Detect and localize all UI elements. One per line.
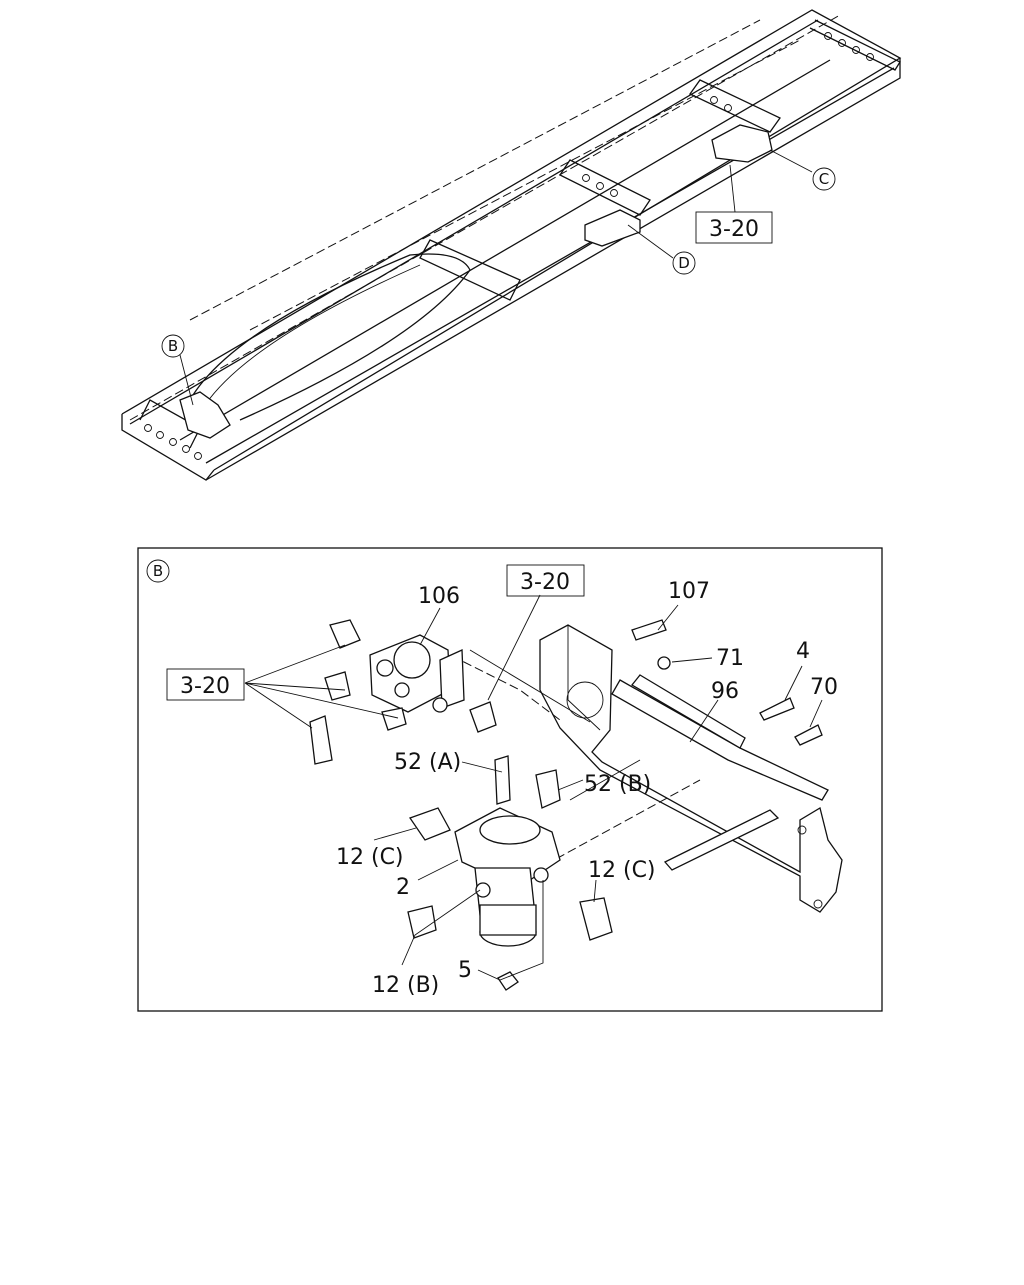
frame-rail-bottom (205, 58, 901, 481)
part-52a-fitting (494, 755, 511, 805)
callout-b-circle (161, 334, 185, 358)
leader-2 (417, 859, 459, 881)
leader-96 (689, 699, 719, 743)
fitting-elbow-2 (324, 671, 351, 701)
mounting-bracket (539, 624, 843, 913)
leader-b (179, 354, 194, 406)
leader-ref-top (487, 594, 541, 701)
leader-71 (671, 657, 713, 663)
detail-hidden-lines (439, 649, 701, 866)
leader-5 (477, 880, 544, 981)
leader-12c-right (593, 879, 597, 903)
leader-52a (461, 761, 503, 773)
callout-c-circle (812, 167, 836, 191)
frame-tank-inner (204, 264, 421, 406)
label-96: 96 (711, 679, 739, 704)
frame-tank-outline (189, 253, 471, 421)
label-12c-left: 12 (C) (336, 845, 404, 870)
part-107-bolt (631, 619, 667, 641)
part-2-relay-valve (454, 807, 561, 947)
leader-12b (401, 889, 481, 966)
fitting-5 (469, 701, 497, 733)
frame-hidden-lines (129, 14, 841, 421)
frame-near-rail (179, 59, 831, 441)
frame-rail-top-inner (129, 19, 895, 464)
front-crossmember (139, 399, 201, 449)
label-52a: 52 (A) (394, 750, 461, 775)
detail-frame (137, 547, 883, 1012)
chassis-frame-overview: B C D 3-20 (121, 9, 902, 481)
detail-view-b: B (137, 547, 883, 1012)
label-106: 106 (418, 584, 460, 609)
label-52b: 52 (B) (584, 772, 651, 797)
valve-c-position (711, 124, 773, 163)
leader-106 (419, 607, 441, 646)
leader-ref-left (244, 644, 399, 729)
bracket-plate-edge (567, 625, 601, 731)
callout-c-label: C (819, 170, 829, 188)
bracket-lower-strap (663, 809, 780, 871)
detail-guide-lines (469, 649, 641, 801)
label-71: 71 (716, 646, 744, 671)
part-4-bolt (759, 697, 795, 721)
leader-52b (557, 779, 584, 791)
frame-rail-top (121, 9, 902, 471)
crossmember-3 (689, 79, 781, 133)
bracket-foot-hole (813, 899, 823, 909)
part-12c-left-fitting (408, 807, 451, 841)
callout-b-label: B (168, 337, 178, 355)
part-70-bolt (794, 724, 823, 746)
label-12c-right: 12 (C) (588, 858, 656, 883)
part-96-strap (631, 674, 746, 749)
fitting-elbow-1 (329, 619, 361, 649)
ref-box-left (166, 668, 245, 701)
bracket-hole (566, 681, 604, 719)
callout-d-circle (672, 251, 696, 275)
part-71-nut (657, 656, 671, 670)
leader-c (769, 149, 813, 173)
frame-front-end (121, 414, 215, 481)
part-5-nut (497, 971, 519, 991)
ref-box-overview (695, 211, 773, 244)
part-12c-right-fitting (579, 897, 613, 941)
ref-box-top (506, 564, 585, 597)
label-107: 107 (668, 579, 710, 604)
leader-4 (784, 665, 803, 701)
part-52b-fitting (535, 769, 561, 809)
frame-holes (144, 32, 874, 460)
label-12b: 12 (B) (372, 973, 439, 998)
ref-label-overview: 3-20 (709, 217, 759, 242)
crossmember-1 (419, 239, 521, 301)
label-70: 70 (810, 675, 838, 700)
label-5: 5 (458, 958, 472, 983)
label-4: 4 (796, 639, 810, 664)
bracket-bolt-hole (797, 825, 807, 835)
leader-107 (657, 604, 679, 631)
crossmember-2 (559, 159, 651, 216)
callout-d-label: D (678, 254, 690, 272)
ref-label-top: 3-20 (520, 570, 570, 595)
leader-ref-overview (729, 164, 736, 213)
ref-label-left: 3-20 (180, 674, 230, 699)
part-12b-fitting (407, 905, 437, 939)
rear-crossmember (809, 19, 901, 71)
leader-12c-left (373, 827, 417, 841)
valve-assembly-b-position (179, 391, 231, 439)
fitting-4 (381, 707, 407, 731)
bracket-d-position (584, 209, 641, 247)
view-tag-circle (146, 559, 170, 583)
part-106-valve (369, 634, 465, 713)
view-tag-label: B (153, 562, 163, 580)
label-2: 2 (396, 875, 410, 900)
leader-d (627, 224, 674, 259)
leader-70 (809, 699, 823, 728)
fitting-tee-3 (309, 715, 333, 765)
